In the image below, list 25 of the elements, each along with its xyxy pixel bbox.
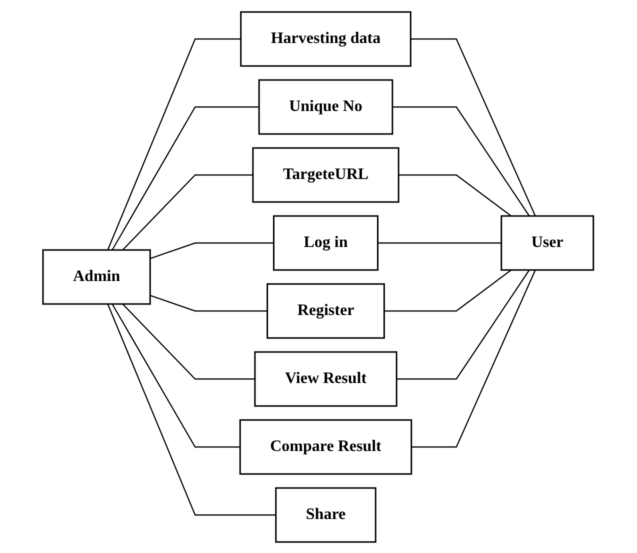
connector	[112, 303, 240, 448]
node-box: Register	[266, 282, 386, 338]
node-box: Harvesting data	[240, 10, 412, 66]
connector	[108, 38, 242, 250]
node-box: Compare Result	[240, 418, 412, 474]
connector	[410, 38, 536, 216]
connector	[392, 106, 530, 216]
connector	[150, 242, 274, 259]
node-box: User	[500, 214, 594, 270]
connector	[396, 269, 530, 380]
connector	[150, 294, 268, 312]
node-box: Share	[275, 486, 377, 542]
connector	[412, 269, 536, 448]
connector	[378, 242, 502, 244]
node-box: Admin	[42, 248, 152, 304]
connector	[384, 269, 512, 312]
connector	[122, 303, 256, 380]
node-box: Log in	[273, 214, 379, 270]
node-box: Unique No	[258, 78, 394, 134]
connector	[398, 174, 512, 216]
node-box: View Result	[254, 350, 398, 406]
connector	[122, 174, 254, 250]
node-box: TargeteURL	[252, 146, 400, 202]
connector	[108, 303, 276, 516]
connector	[112, 106, 260, 250]
